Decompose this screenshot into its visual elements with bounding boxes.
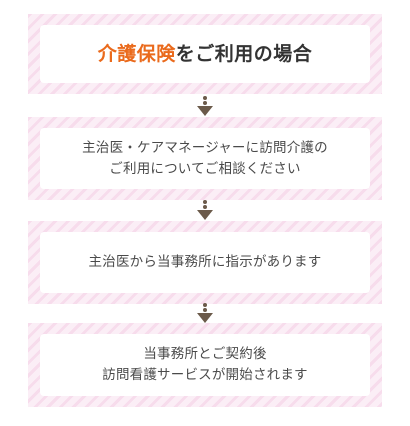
arrow-dot bbox=[203, 308, 207, 312]
flow-step-title: 介護保険をご利用の場合 bbox=[28, 14, 382, 94]
flow-title-rest: をご利用の場合 bbox=[175, 43, 313, 65]
flow-step-1: 主治医・ケアマネージャーに訪問介護の ご利用についてご相談ください bbox=[28, 117, 382, 200]
flow-step-2-line-1: 主治医から当事務所に指示があります bbox=[88, 254, 322, 270]
flow-step-2: 主治医から当事務所に指示があります bbox=[28, 221, 382, 304]
arrow-dot bbox=[203, 303, 207, 307]
flow-step-2-box: 主治医から当事務所に指示があります bbox=[40, 232, 370, 293]
arrow-dot bbox=[203, 205, 207, 209]
arrow-dot bbox=[203, 101, 207, 105]
flow-step-1-box: 主治医・ケアマネージャーに訪問介護の ご利用についてご相談ください bbox=[40, 128, 370, 189]
flow-title-accent: 介護保険 bbox=[97, 43, 176, 65]
flow-step-3-line-2: 訪問看護サービスが開始されます bbox=[102, 367, 308, 383]
arrow-dot bbox=[203, 96, 207, 100]
flow-step-title-box: 介護保険をご利用の場合 bbox=[40, 25, 370, 83]
arrow-head bbox=[197, 210, 213, 220]
arrow-dot bbox=[203, 200, 207, 204]
flow-step-1-line-2: ご利用についてご相談ください bbox=[109, 160, 301, 177]
dotted-arrow-down-icon bbox=[197, 96, 213, 116]
flow-step-3-line-1: 当事務所とご契約後 bbox=[143, 346, 267, 362]
dotted-arrow-down-icon bbox=[197, 303, 213, 323]
arrow-head bbox=[197, 313, 213, 323]
dotted-arrow-down-icon bbox=[197, 200, 213, 220]
flow-step-1-line-1: 主治医・ケアマネージャーに訪問介護の bbox=[82, 139, 328, 156]
flow-step-3-box: 当事務所とご契約後 訪問看護サービスが開始されます bbox=[40, 334, 370, 396]
flow-step-3: 当事務所とご契約後 訪問看護サービスが開始されます bbox=[28, 323, 382, 407]
flow-title: 介護保険をご利用の場合 bbox=[98, 41, 313, 67]
arrow-head bbox=[197, 106, 213, 116]
